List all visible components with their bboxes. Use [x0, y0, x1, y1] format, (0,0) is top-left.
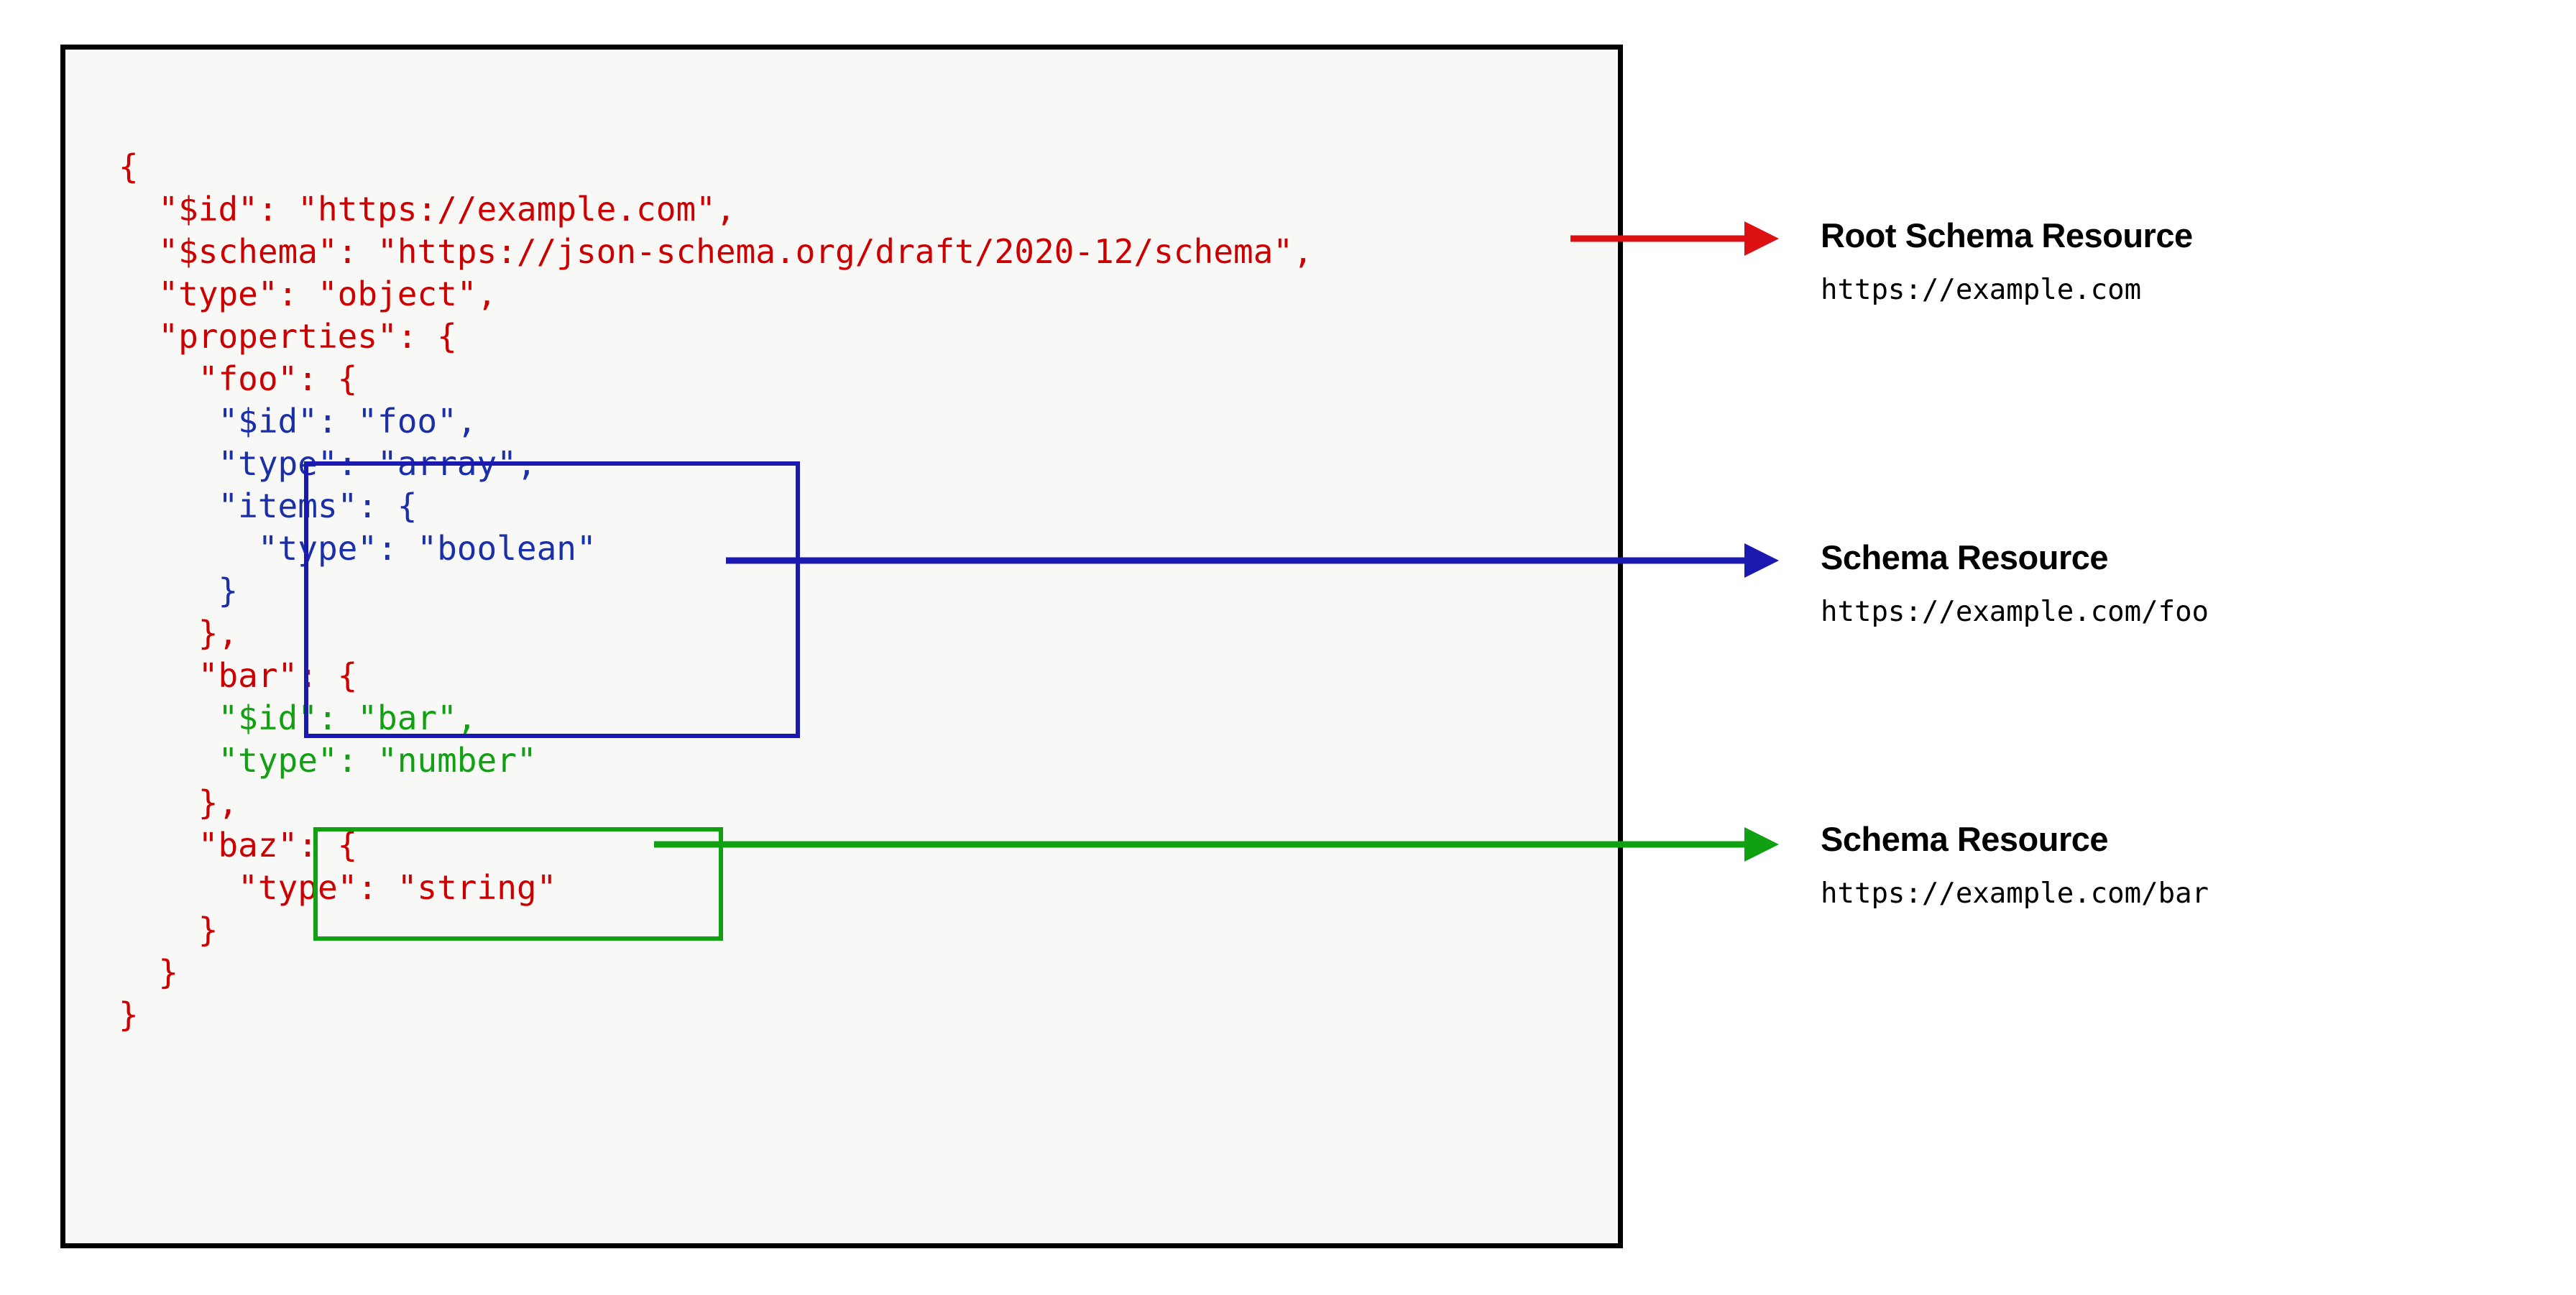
root-schema-annotation: Root Schema Resource https://example.com — [1821, 216, 2193, 306]
code-token: { — [119, 147, 139, 186]
code-line: "foo": { — [119, 358, 1313, 400]
code-line: } — [119, 951, 1313, 994]
code-token: "bar": { — [119, 656, 358, 695]
root-schema-arrow-shaft — [1570, 235, 1750, 242]
code-line: "baz": { — [119, 824, 1313, 867]
code-token: }, — [119, 783, 239, 822]
code-line: }, — [119, 612, 1313, 655]
code-line: "type": "object", — [119, 273, 1313, 315]
code-line: "type": "string" — [119, 867, 1313, 909]
code-line: "$id": "foo", — [119, 400, 1313, 443]
bar-schema-arrow-shaft — [654, 841, 1750, 848]
code-token: "items": { — [119, 487, 418, 525]
code-token: "$schema": "https://json-schema.org/draf… — [119, 232, 1313, 271]
foo-schema-arrow-head — [1744, 543, 1779, 578]
foo-schema-arrow-shaft — [726, 557, 1750, 564]
code-token: "$id": "https://example.com", — [119, 190, 736, 229]
root-schema-annotation-url: https://example.com — [1821, 274, 2142, 306]
foo-schema-annotation-url: https://example.com/foo — [1821, 596, 2209, 628]
foo-schema-annotation: Schema Resource https://example.com/foo — [1821, 538, 2209, 628]
code-token: "$id": "bar", — [119, 699, 477, 737]
root-schema-arrow-head — [1744, 221, 1779, 256]
root-schema-annotation-title: Root Schema Resource — [1821, 216, 2193, 254]
code-token: } — [119, 571, 239, 610]
code-line: "bar": { — [119, 655, 1313, 697]
code-token: } — [119, 911, 218, 949]
code-token: } — [119, 995, 139, 1034]
json-code-panel: { "$id": "https://example.com", "$schema… — [60, 45, 1623, 1248]
code-token: "type": "object", — [119, 275, 497, 313]
code-token: "type": "number" — [119, 741, 537, 780]
code-line: "$id": "bar", — [119, 697, 1313, 739]
bar-schema-annotation-url: https://example.com/bar — [1821, 877, 2209, 910]
bar-schema-arrow-head — [1744, 827, 1779, 862]
code-token: "foo": { — [119, 359, 358, 398]
code-token: "type": "string" — [119, 868, 557, 907]
code-line: "type": "boolean" — [119, 527, 1313, 570]
code-line: "type": "number" — [119, 739, 1313, 782]
code-token: }, — [119, 614, 239, 653]
json-code-block: { "$id": "https://example.com", "$schema… — [119, 146, 1313, 1036]
code-token: "properties": { — [119, 317, 457, 356]
code-token: "$id": "foo", — [119, 402, 477, 441]
foo-schema-resource-box — [304, 461, 800, 738]
code-token: } — [119, 953, 179, 992]
code-line: } — [119, 909, 1313, 951]
code-line: "$id": "https://example.com", — [119, 188, 1313, 231]
code-line: { — [119, 146, 1313, 188]
code-line: } — [119, 994, 1313, 1036]
code-line: "properties": { — [119, 315, 1313, 358]
code-line: "items": { — [119, 485, 1313, 527]
bar-schema-resource-box — [313, 827, 723, 941]
foo-schema-annotation-title: Schema Resource — [1821, 538, 2109, 576]
code-token: "baz": { — [119, 826, 358, 865]
bar-schema-annotation-title: Schema Resource — [1821, 820, 2109, 858]
code-line: "$schema": "https://json-schema.org/draf… — [119, 231, 1313, 273]
code-token: "type": "boolean" — [119, 529, 597, 568]
bar-schema-annotation: Schema Resource https://example.com/bar — [1821, 819, 2209, 910]
code-line: }, — [119, 782, 1313, 824]
code-line: } — [119, 570, 1313, 612]
